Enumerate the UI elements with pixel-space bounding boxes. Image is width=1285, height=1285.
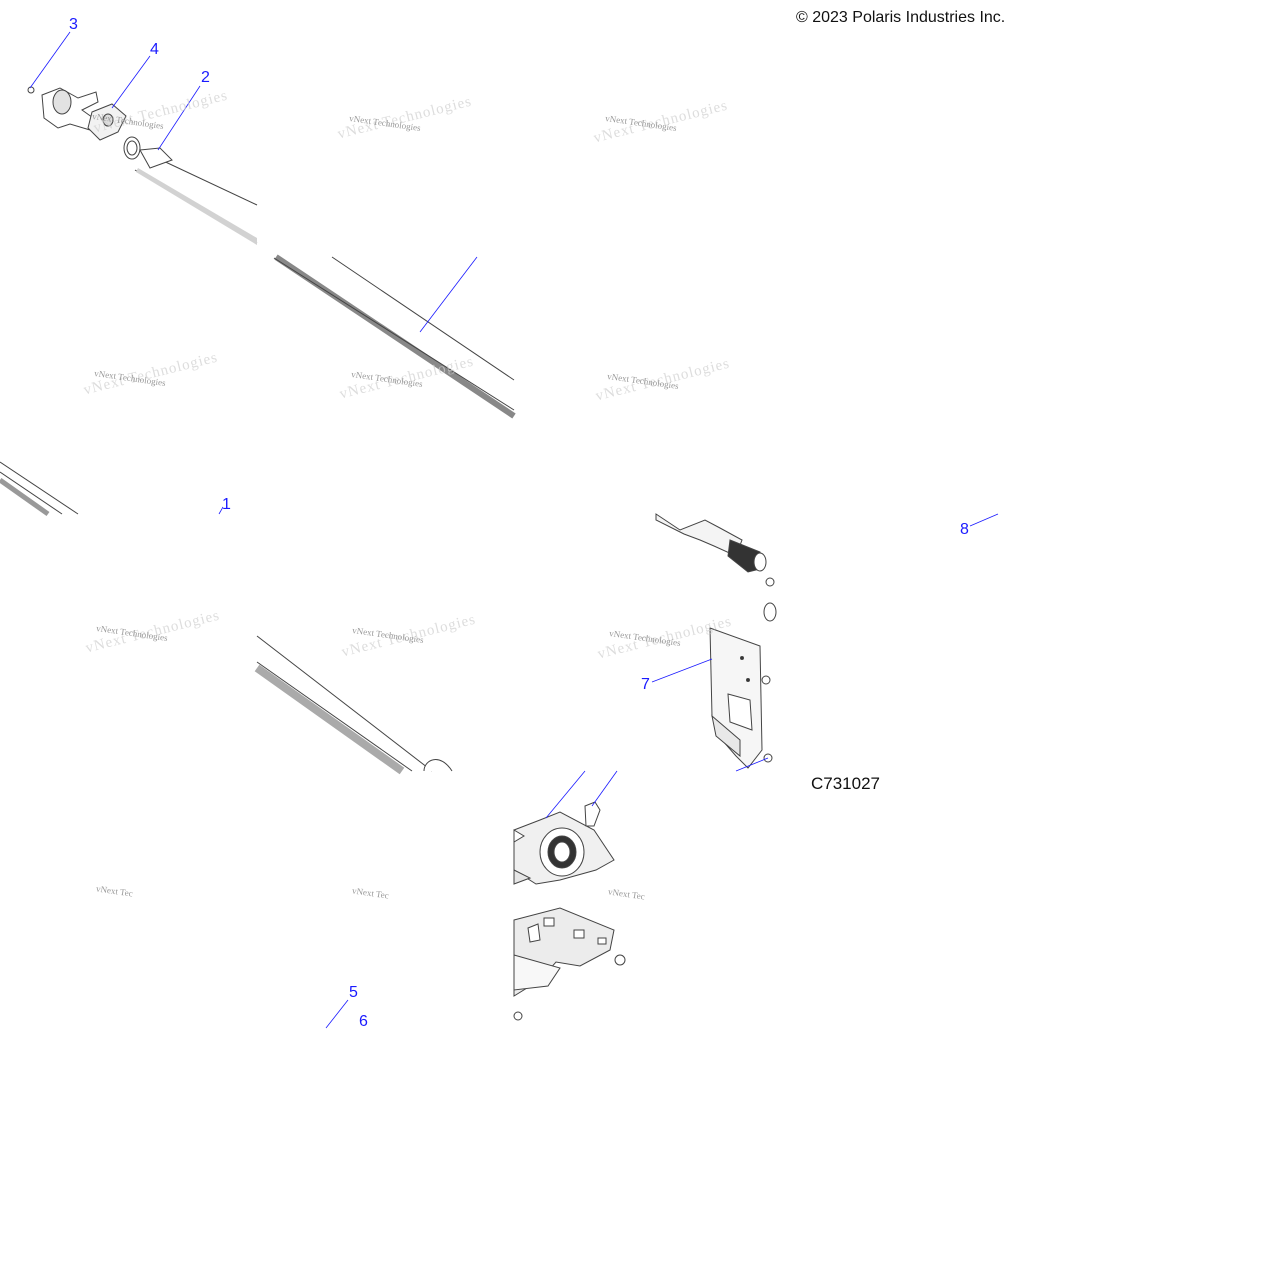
drive-shaft-upper [123, 136, 258, 245]
copyright-notice: © 2023 Polaris Industries Inc. [796, 9, 1006, 26]
carrier-bearing [513, 801, 615, 885]
drive-shaft-lower [254, 635, 453, 775]
drive-shaft-segment-left [0, 461, 79, 517]
callout-1: 1 [222, 496, 231, 513]
callout-4: 4 [150, 41, 159, 58]
callout-6: 6 [359, 1013, 368, 1030]
output-shaft-splined [655, 513, 777, 763]
callout-3: 3 [69, 16, 78, 33]
callout-7: 7 [641, 676, 650, 693]
mount-bracket [513, 907, 626, 1021]
u-joint-yoke [27, 86, 127, 141]
callout-2: 2 [201, 69, 210, 86]
callout-5: 5 [349, 984, 358, 1001]
leader-lines [29, 31, 999, 1029]
figure-id: C731027 [811, 774, 881, 793]
heat-shield [709, 627, 763, 769]
drive-shaft-middle [273, 254, 516, 419]
callout-8: 8 [960, 521, 969, 538]
